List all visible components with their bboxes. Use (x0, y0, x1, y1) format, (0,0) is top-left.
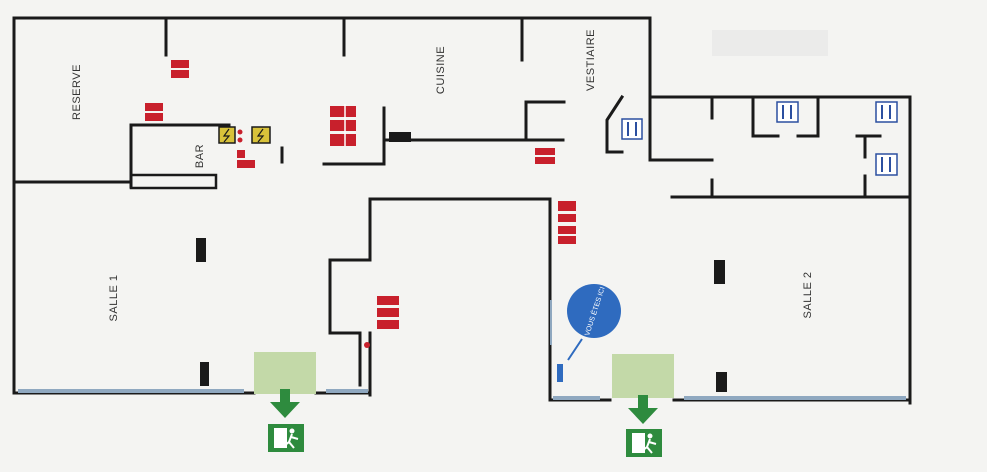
toilets (621, 101, 898, 176)
exit-zone (612, 354, 674, 398)
fire-equipment (145, 60, 576, 348)
room-label-salle-2: SALLE 2 (802, 272, 814, 319)
room-label-vestiaire: VESTIAIRE (585, 29, 597, 91)
fire-alarm-icon (237, 150, 255, 168)
fire-extinguisher-icon (330, 104, 356, 146)
exit-arrow-icon (270, 389, 300, 418)
you-are-here-marker: VOUS ÊTES ICI (557, 284, 621, 382)
fire-extinguisher-icon (558, 226, 576, 244)
electrical-panel (218, 126, 271, 144)
exit-1 (254, 352, 316, 452)
fire-extinguisher-icon (377, 296, 399, 329)
room-label-salle-1: SALLE 1 (108, 275, 120, 322)
fire-extinguisher-icon (558, 201, 576, 222)
exit-zone (254, 352, 316, 394)
pointer-line (567, 338, 583, 361)
room-labels: RESERVE CUISINE VESTIAIRE BAR SALLE 1 SA… (71, 29, 814, 321)
emergency-exit-icon (268, 424, 304, 452)
exit-arrow-icon (628, 395, 658, 424)
fire-extinguisher-icon (145, 103, 163, 121)
toilet-icon (875, 101, 898, 123)
location-pin-icon (567, 284, 621, 338)
fire-extinguisher-icon (171, 60, 189, 78)
toilet-icon (776, 101, 799, 123)
blank-patch (712, 30, 828, 56)
you-are-here-spot (557, 364, 563, 382)
toilet-icon (875, 153, 898, 176)
room-label-reserve: RESERVE (71, 64, 83, 120)
windows (18, 300, 906, 400)
fire-extinguisher-icon (535, 148, 555, 164)
exit-2 (612, 354, 674, 457)
emergency-exit-icon (626, 429, 662, 457)
toilet-icon (621, 118, 643, 140)
room-label-bar: BAR (194, 144, 206, 168)
room-label-cuisine: CUISINE (435, 46, 447, 94)
fire-alarm-icon (364, 342, 370, 348)
columns (196, 132, 727, 392)
